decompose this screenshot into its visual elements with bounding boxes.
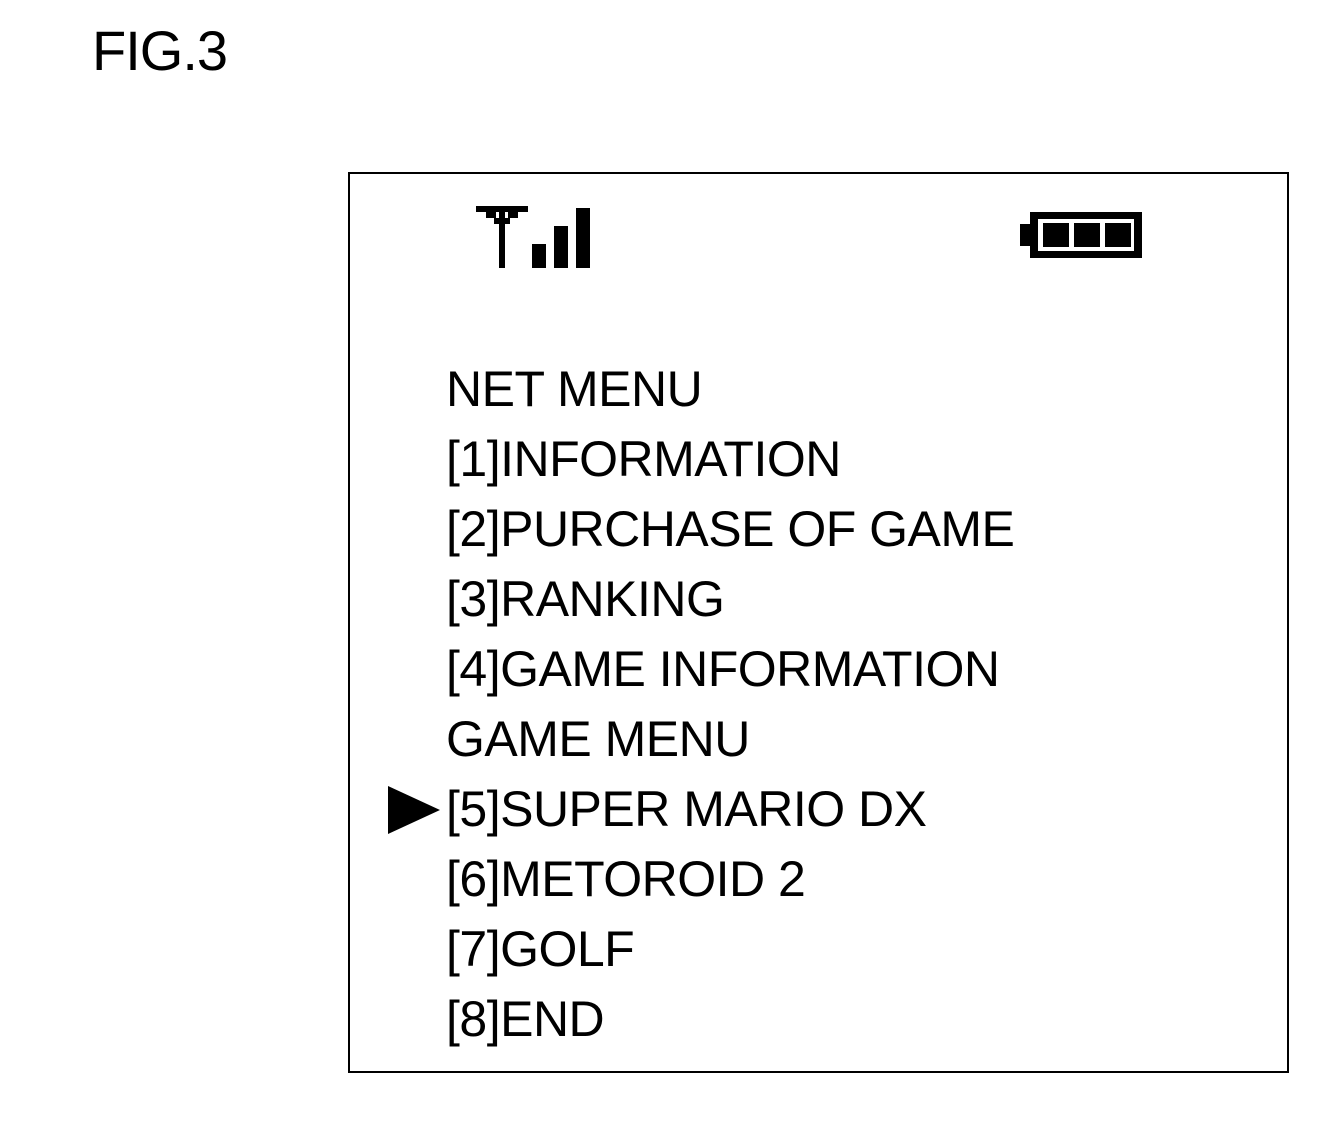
antenna-signal-icon: [476, 206, 590, 268]
menu-item-end[interactable]: [8]END: [446, 991, 605, 1047]
menu-item-information[interactable]: [1]INFORMATION: [446, 431, 841, 487]
signal-bar-3: [576, 208, 590, 268]
menu-item-golf[interactable]: [7]GOLF: [446, 921, 635, 977]
menu-item-metoroid-2[interactable]: [6]METOROID 2: [446, 851, 806, 907]
battery-segment-1: [1043, 223, 1069, 247]
battery-icon: [1020, 212, 1142, 258]
menu-item-label: [5]SUPER MARIO DX: [446, 781, 927, 837]
menu-item-purchase-of-game[interactable]: [2]PURCHASE OF GAME: [446, 501, 1015, 557]
battery-segment-3: [1105, 223, 1131, 247]
phone-screen: NET MENU [1]INFORMATION [2]PURCHASE OF G…: [348, 172, 1289, 1073]
menu-heading-game: GAME MENU: [446, 711, 750, 767]
menu-item-ranking[interactable]: [3]RANKING: [446, 571, 725, 627]
battery-segment-2: [1074, 223, 1100, 247]
signal-bar-2: [554, 226, 568, 268]
figure-label: FIG.3: [92, 19, 228, 82]
menu-item-game-information[interactable]: [4]GAME INFORMATION: [446, 641, 1000, 697]
menu-list: NET MENU [1]INFORMATION [2]PURCHASE OF G…: [388, 354, 1015, 1054]
signal-bar-1: [532, 244, 546, 268]
selection-arrow-icon: [388, 786, 440, 834]
menu-heading-net: NET MENU: [446, 361, 703, 417]
menu-item-super-mario-dx[interactable]: [5]SUPER MARIO DX: [388, 774, 1014, 844]
